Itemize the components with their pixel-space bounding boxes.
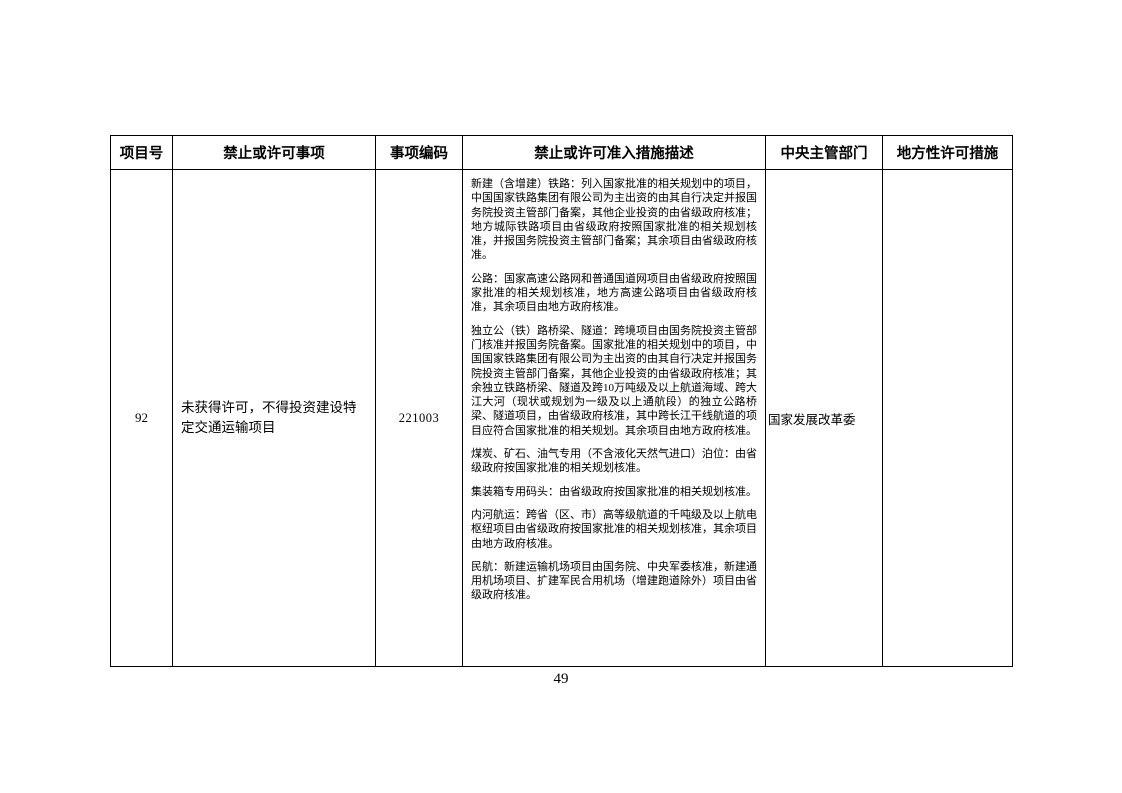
col-header-central-department: 中央主管部门 (765, 135, 883, 170)
cell-project-no: 92 (110, 169, 173, 667)
description-paragraph-railway: 新建（含增建）铁路：列入国家批准的相关规划中的项目，中国国家铁路集团有限公司为主… (471, 178, 757, 262)
table-row: 92 未获得许可，不得投资建设特定交通运输项目 221003 新建（含增建）铁路… (110, 169, 1013, 667)
cell-local-measures (882, 169, 1013, 667)
cell-item-code: 221003 (375, 169, 463, 667)
col-header-project-no: 项目号 (110, 135, 173, 170)
page-number: 49 (553, 671, 569, 687)
col-header-local-measures: 地方性许可措施 (882, 135, 1013, 170)
cell-measure-description: 新建（含增建）铁路：列入国家批准的相关规划中的项目，中国国家铁路集团有限公司为主… (462, 169, 766, 667)
description-paragraph-highway: 公路：国家高速公路网和普通国道网项目由省级政府按照国家批准的相关规划核准，地方高… (471, 272, 757, 314)
description-paragraph-inland-waterway: 内河航运：跨省（区、市）高等级航道的千吨级及以上航电枢纽项目由省级政府按国家批准… (471, 508, 757, 550)
description-paragraph-container-terminal: 集装箱专用码头：由省级政府按国家批准的相关规划核准。 (471, 485, 757, 498)
col-header-prohibited-item: 禁止或许可事项 (172, 135, 376, 170)
description-paragraph-civil-aviation: 民航：新建运输机场项目由国务院、中央军委核准，新建通用机场项目、扩建军民合用机场… (471, 560, 757, 602)
col-header-item-code: 事项编码 (375, 135, 463, 170)
col-header-measure-description: 禁止或许可准入措施描述 (462, 135, 766, 170)
table-header-row: 项目号 禁止或许可事项 事项编码 禁止或许可准入措施描述 中央主管部门 地方性许… (110, 135, 1013, 170)
description-paragraph-berth: 煤炭、矿石、油气专用（不含液化天然气进口）泊位：由省级政府按国家批准的相关规划核… (471, 448, 757, 475)
cell-central-department: 国家发展改革委 (765, 169, 883, 667)
negative-list-table: 项目号 禁止或许可事项 事项编码 禁止或许可准入措施描述 中央主管部门 地方性许… (110, 135, 1013, 667)
description-paragraph-bridge-tunnel: 独立公（铁）路桥梁、隧道：跨境项目由国务院投资主管部门核准并报国务院备案。国家批… (471, 324, 757, 437)
cell-prohibited-item: 未获得许可，不得投资建设特定交通运输项目 (172, 169, 376, 667)
